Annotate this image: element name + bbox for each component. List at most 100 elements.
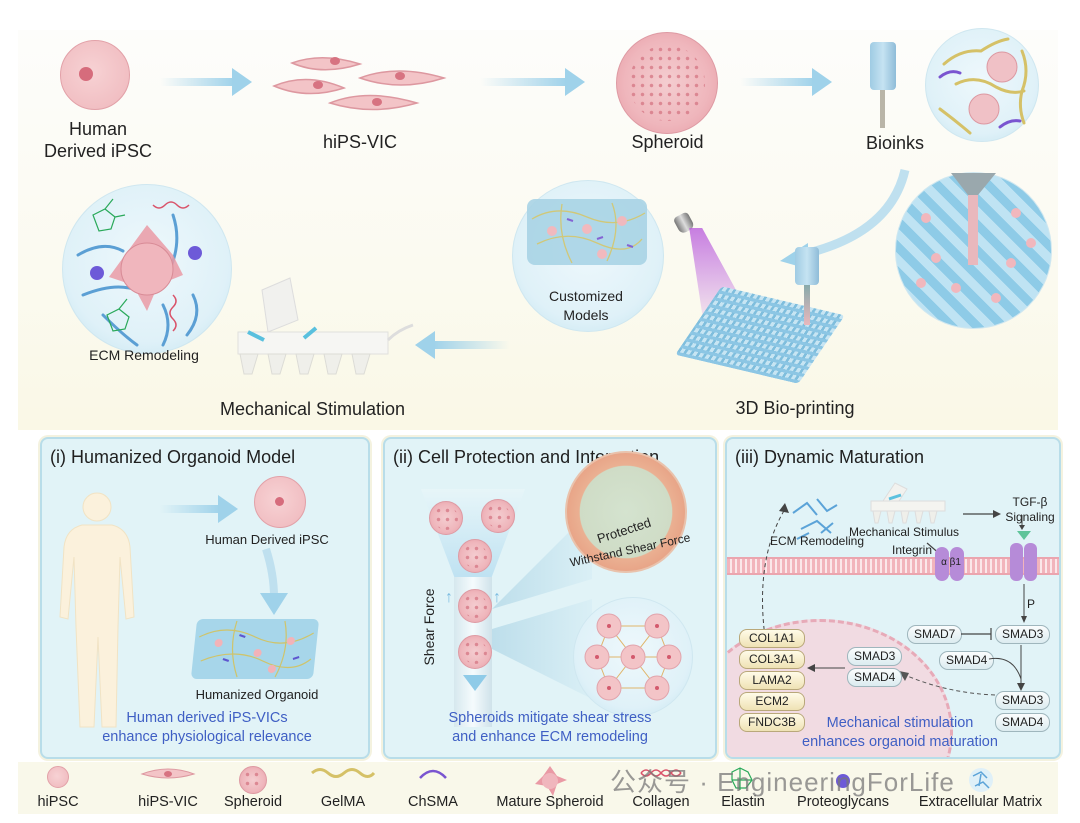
legend-item-mature-spheroid: Mature Spheroid (485, 762, 615, 814)
hips-vic-icon (140, 768, 196, 779)
shear-up-arrow-icon: ↑ (445, 589, 453, 606)
customized-models-bubble (512, 180, 664, 332)
spheroid-label: Spheroid (631, 132, 704, 152)
tgf-receptor-icon (1010, 543, 1038, 581)
elastin-icon (731, 767, 753, 790)
flow-arrow-4 (415, 331, 510, 359)
hips-vic-label: hiPS-VIC (322, 132, 398, 152)
tgf-ligand-icon (1017, 531, 1031, 540)
smad4-pill: SMAD4 (939, 651, 995, 670)
mechanical-stimulus-label: Mechanical Stimulus (849, 525, 960, 539)
bioinks-label: Bioinks (865, 133, 925, 153)
legend-item-extracellular-matrix: Extracellular Matrix (908, 762, 1053, 814)
legend-item-collagen: Collagen (621, 762, 701, 814)
mature-spheroid-icon (535, 766, 567, 796)
spheroid-icon (458, 539, 492, 573)
panel-cell-protection: (ii) Cell Protection and Interaction ↑ ↑… (383, 437, 717, 759)
feedback-dashed-arrow (762, 503, 789, 638)
panel1-arrow-down (260, 547, 288, 615)
printer-nozzle-tip (804, 285, 810, 325)
spheroid-icon (239, 766, 267, 794)
gene-col1a1: COL1A1 (739, 629, 805, 648)
shear-up-arrow-icon: ↑ (493, 589, 501, 606)
syringe-icon (870, 42, 896, 90)
legend-item-chsma: ChSMA (398, 762, 468, 814)
hips-vic-cells-icon (272, 57, 447, 111)
legend-item-gelma: GelMA (308, 762, 378, 814)
extracellular-matrix-icon (968, 768, 993, 792)
watermark-text: 公众号 · EngineeringForLife (610, 767, 955, 797)
cell-network-icon (584, 613, 682, 701)
bioprinting-label: 3D Bio-printing (735, 398, 855, 418)
scaffold-zoom-bubble (895, 172, 1052, 329)
spheroid-icon (481, 499, 515, 533)
gene-fndc3b: FNDC3B (739, 713, 805, 732)
cell-interaction-bubble (573, 597, 693, 717)
nuclear-import-arrow (899, 671, 996, 696)
smad4-complex-pill: SMAD4 (995, 713, 1051, 732)
bioink-contents-icon (938, 37, 1028, 135)
panel1-ipsc-icon (254, 476, 306, 528)
ipsc-label: Human Derived iPSC (43, 119, 153, 161)
legend: hiPSC hiPS-VIC Spheroid GelMA ChSMA Matu… (18, 762, 1058, 814)
panel1-arrow-right (160, 495, 238, 523)
integrin-label: Integrin (891, 543, 933, 557)
legend-item-hips-vic: hiPS-VIC (128, 762, 208, 814)
spheroid-icon (616, 32, 718, 134)
hydrogel-block-icon (527, 199, 647, 265)
panel-humanized-organoid: (i) Humanized Organoid Model Human Deriv… (40, 437, 370, 759)
phosphorylation-arrow (1021, 584, 1027, 623)
smad3-pill: SMAD3 (995, 625, 1051, 644)
printer-nozzle-icon (795, 247, 819, 285)
proteoglycans-icon (836, 774, 850, 788)
ecm-remodeling-label: ECM Remodeling (89, 347, 199, 363)
ecm-remodeling-bubble (62, 184, 232, 354)
shear-force-label: Shear Force (421, 588, 437, 666)
panel-title: (iii) Dynamic Maturation (735, 447, 925, 467)
syringe-needle (880, 90, 885, 128)
mechanical-stimulation-device-icon (237, 277, 414, 375)
nuclear-smad3-pill: SMAD3 (847, 647, 903, 666)
smad-complex-arrow (988, 645, 1025, 691)
customized-models-label: Customized Models (549, 288, 623, 323)
cell-membrane (727, 557, 1059, 575)
gene-lama2: LAMA2 (739, 671, 805, 690)
gelma-icon (311, 768, 376, 778)
scaffold-nozzle-icon (916, 173, 1036, 303)
legend-item-hipsc: hiPSC (28, 762, 88, 814)
panel1-ipsc-label: Human Derived iPSC (205, 532, 329, 547)
flow-down-arrow-icon (463, 675, 487, 691)
spheroid-icon (458, 589, 492, 623)
chsma-icon (419, 769, 447, 779)
panel3-summary: Mechanical stimulation enhances organoid… (802, 715, 998, 750)
smad3-complex-pill: SMAD3 (995, 691, 1051, 710)
integrin-receptor-icon: α β1 (935, 547, 965, 581)
gene-ecm2: ECM2 (739, 692, 805, 711)
smad7-pill: SMAD7 (907, 625, 963, 644)
protected-spheroid-icon (565, 451, 687, 573)
legend-item-elastin: Elastin (708, 762, 778, 814)
collagen-icon (640, 769, 682, 777)
legend-item-proteoglycans: Proteoglycans (788, 762, 898, 814)
mechanical-stimulus-device-icon (870, 482, 946, 524)
bioinks-zoom-bubble (925, 28, 1039, 142)
flow-arrow-3 (740, 68, 832, 96)
mechanical-stimulation-label: Mechanical Stimulation (219, 399, 406, 419)
transcription-arrow (807, 664, 845, 672)
panel1-summary: Human derived iPS-VICs enhance physiolog… (102, 710, 312, 745)
nuclear-smad4-pill: SMAD4 (847, 668, 903, 687)
panel-title: (i) Humanized Organoid Model (50, 447, 296, 467)
spheroid-icon (458, 635, 492, 669)
human-body-icon (59, 492, 135, 728)
ecm-remodeling-label: ECM Remodeling (769, 534, 865, 548)
panel2-summary: Spheroids mitigate shear stress and enha… (448, 710, 652, 745)
stimulus-to-tgf-arrow (963, 510, 1001, 518)
tgf-beta-signaling-label: TGF-β Signaling (1005, 495, 1055, 524)
inhibition-line (961, 628, 992, 640)
humanized-organoid-label: Humanized Organoid (195, 687, 319, 702)
humanized-organoid-icon (190, 619, 320, 679)
phosphorylation-label: P (1027, 597, 1036, 611)
ecm-fibers-icon (792, 498, 838, 540)
legend-item-spheroid: Spheroid (213, 762, 293, 814)
ipsc-cell-icon (60, 40, 130, 110)
